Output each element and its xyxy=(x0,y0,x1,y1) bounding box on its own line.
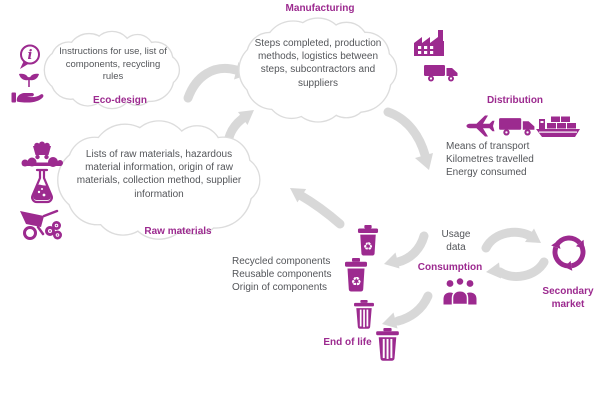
circular-arrows-icon xyxy=(547,235,591,274)
trash-bin-icon xyxy=(354,300,374,329)
usage-note-line: Usage xyxy=(441,229,471,240)
recycling-note-line: Reusable components xyxy=(232,269,332,280)
arrow-secondarymarket-to-consumption xyxy=(486,257,549,281)
eco-design-cloud xyxy=(43,30,181,110)
recycling-note-line: Recycled components xyxy=(232,256,331,267)
info-glyph: i xyxy=(28,48,33,63)
trash-bin-icon xyxy=(376,328,399,361)
usage-data-note: Usage data xyxy=(425,228,487,254)
raw-materials-label: Raw materials xyxy=(144,226,212,237)
factory-icon xyxy=(414,30,444,56)
distribution-note-line: Kilometres travelled xyxy=(446,154,534,165)
usage-note-line: data xyxy=(446,242,466,253)
eco-design-label: Eco-design xyxy=(93,95,147,106)
factory-windows xyxy=(418,46,434,54)
manufacturing-label: Manufacturing xyxy=(285,3,355,14)
recycle-bin-icon xyxy=(345,258,367,292)
distribution-notes: Means of transport Kilometres travelled … xyxy=(446,140,534,179)
wheelbarrow-icon xyxy=(20,209,62,240)
eco-design-cloud-text: Instructions for use, list of components… xyxy=(59,46,167,83)
logs xyxy=(45,221,62,240)
arrow-recycling-to-rawmaterials xyxy=(290,188,345,229)
arrow-consumption-to-secondarymarket xyxy=(481,227,541,253)
plane-icon xyxy=(466,115,495,137)
raw-materials-cloud-text: Lists of raw materials, hazardous materi… xyxy=(76,149,242,200)
flask-icon xyxy=(31,168,53,204)
distribution-label: Distribution xyxy=(486,95,544,106)
recycling-notes: Recycled components Reusable components … xyxy=(232,255,332,294)
arrow-manufacturing-to-distribution xyxy=(383,107,433,170)
distribution-note-line: Energy consumed xyxy=(446,167,527,178)
manufacturing-cloud-text: Steps completed, production methods, log… xyxy=(254,38,382,89)
distribution-note-line: Means of transport xyxy=(446,141,530,152)
hand-plant-icon xyxy=(11,73,44,103)
secondary-market-label: Secondary market xyxy=(542,286,594,310)
people-icon xyxy=(443,276,477,306)
end-of-life-label: End of life xyxy=(323,337,372,348)
arrow-usage-to-recycle-bins xyxy=(384,231,429,269)
consumption-label: Consumption xyxy=(417,262,483,273)
mine-cart-icon xyxy=(21,141,63,167)
cargo-ship-icon xyxy=(536,116,580,137)
info-bubble-icon: i xyxy=(20,44,40,69)
truck-icon xyxy=(424,65,458,82)
recycle-bin-icon xyxy=(357,225,379,256)
arrow-consumption-to-endoflife xyxy=(382,291,433,329)
manufacturing-cloud xyxy=(238,17,398,123)
truck-icon xyxy=(499,118,535,136)
raw-materials-cloud xyxy=(57,120,261,240)
recycling-note-line: Origin of components xyxy=(232,282,328,293)
